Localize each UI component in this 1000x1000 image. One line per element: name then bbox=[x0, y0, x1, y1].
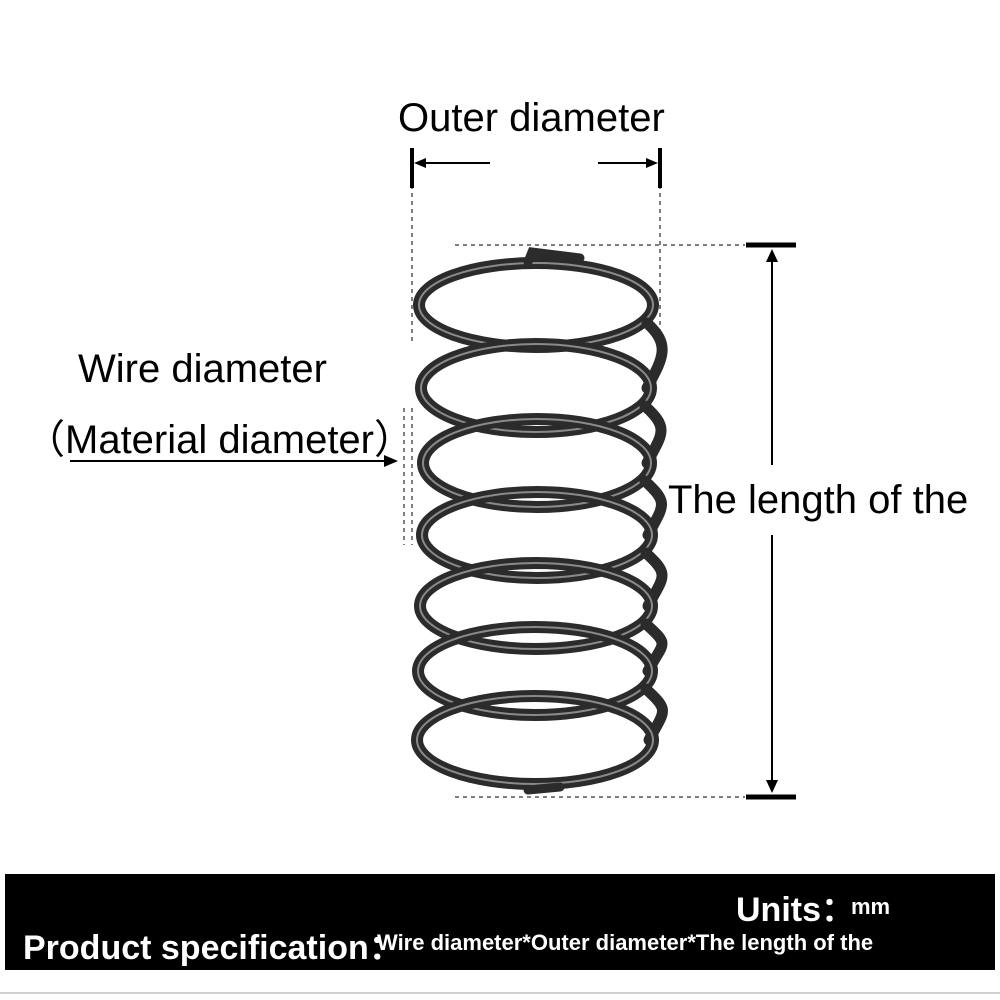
spring-bottom-end bbox=[523, 782, 565, 795]
spring-coil-highlight bbox=[421, 491, 653, 579]
product-specification-label: Product specification： bbox=[23, 929, 403, 967]
outer-diameter-label: Outer diameter bbox=[398, 96, 665, 140]
wire-diameter-label: Wire diameter bbox=[78, 347, 327, 391]
product-specification-value: Wire diameter*Outer diameter*The length … bbox=[377, 930, 874, 955]
bottom-divider bbox=[0, 992, 1000, 994]
specification-bar: Units： mm Product specification： Wire di… bbox=[5, 874, 995, 970]
compression-spring bbox=[411, 247, 668, 795]
length-dimension bbox=[746, 242, 796, 800]
spring-coil-highlight bbox=[422, 418, 652, 508]
wire-diameter-arrow bbox=[70, 455, 398, 467]
spring-coil-highlight bbox=[419, 562, 653, 650]
units-label: Units： bbox=[736, 891, 855, 929]
guide-lines bbox=[403, 185, 745, 798]
spring-top-end bbox=[523, 247, 585, 267]
spring-coil-highlight bbox=[417, 626, 653, 716]
spring-coil-highlight bbox=[420, 343, 652, 433]
spring-coil-highlight bbox=[418, 262, 654, 348]
units-value: mm bbox=[851, 894, 891, 919]
outer-diameter-dimension bbox=[410, 148, 662, 188]
spring-coil-highlight bbox=[416, 695, 654, 785]
material-diameter-label: （Material diameter） bbox=[25, 418, 415, 462]
length-label: The length of the bbox=[668, 478, 969, 522]
